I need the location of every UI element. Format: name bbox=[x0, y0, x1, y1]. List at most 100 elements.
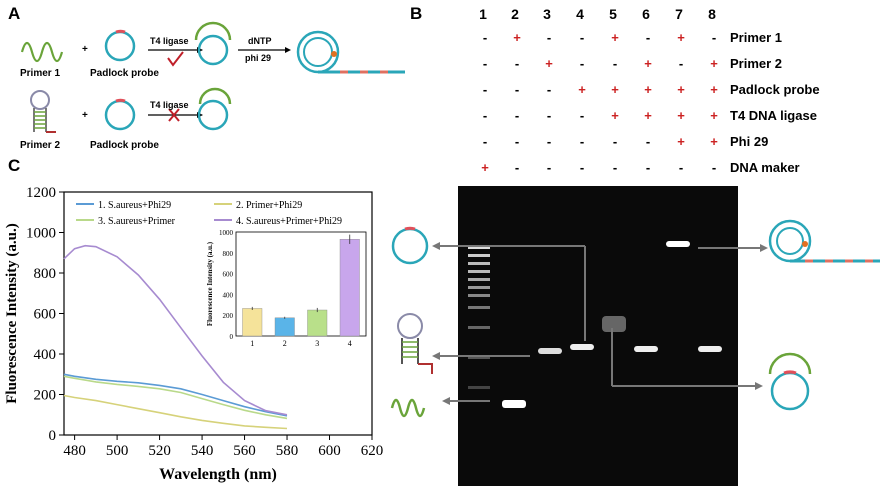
condition-sign: - bbox=[612, 56, 618, 71]
padlock-probe-icon-2 bbox=[104, 99, 136, 131]
y-tick-label: 400 bbox=[34, 347, 57, 363]
condition-sign: + bbox=[677, 30, 685, 45]
y-axis-label: Fluorescence Intensity (a.u.) bbox=[4, 223, 20, 404]
condition-sign: - bbox=[514, 160, 520, 175]
condition-sign: + bbox=[644, 108, 652, 123]
x-tick-label: 620 bbox=[361, 443, 384, 459]
check-mark-icon bbox=[167, 51, 184, 67]
condition-sign: - bbox=[579, 56, 585, 71]
unligated-circle-icon bbox=[197, 99, 229, 131]
x-tick-label: 480 bbox=[63, 443, 86, 459]
y-tick-label: 200 bbox=[34, 388, 57, 404]
condition-sign: - bbox=[546, 134, 552, 149]
gel-band bbox=[538, 348, 562, 354]
gel-condition-table: 1 2 3 4 5 6 7 8 -+--+-+-Primer 1--+--+-+… bbox=[440, 0, 880, 190]
y-tick-label: 0 bbox=[49, 428, 57, 444]
gel-band bbox=[602, 316, 626, 332]
condition-row-label: DNA maker bbox=[730, 160, 800, 175]
y-tick-label: 800 bbox=[34, 266, 57, 282]
lane-number: 5 bbox=[609, 6, 617, 22]
legend-entry: 1. S.aureus+Phi29 bbox=[98, 200, 171, 211]
lane-number: 6 bbox=[642, 6, 650, 22]
x-tick-label: 540 bbox=[191, 443, 214, 459]
padlock-label-1: Padlock probe bbox=[90, 68, 159, 79]
condition-sign: + bbox=[710, 82, 718, 97]
condition-row-label: Primer 2 bbox=[730, 56, 783, 71]
x-tick-label: 580 bbox=[276, 443, 299, 459]
inset-y-tick-label: 600 bbox=[223, 271, 234, 279]
condition-sign: - bbox=[645, 30, 651, 45]
panel-letter-b: B bbox=[410, 4, 423, 23]
inset-y-tick-label: 200 bbox=[223, 312, 234, 320]
inset-y-tick-label: 400 bbox=[223, 291, 234, 299]
condition-sign: + bbox=[611, 30, 619, 45]
legend-entry: 2. Primer+Phi29 bbox=[236, 200, 302, 211]
condition-sign: - bbox=[546, 30, 552, 45]
inset-y-tick-label: 800 bbox=[223, 250, 234, 258]
condition-sign: - bbox=[711, 160, 717, 175]
inset-x-tick-label: 4 bbox=[348, 339, 352, 348]
condition-sign: + bbox=[545, 56, 553, 71]
condition-sign: - bbox=[482, 134, 488, 149]
gel-image bbox=[458, 186, 738, 486]
condition-sign: + bbox=[513, 30, 521, 45]
gel-annotations bbox=[390, 219, 880, 418]
gel-band bbox=[502, 400, 526, 408]
dntp-label: dNTP bbox=[248, 36, 272, 46]
series-line bbox=[63, 373, 288, 417]
condition-sign: - bbox=[579, 160, 585, 175]
condition-row-label: Phi 29 bbox=[730, 134, 769, 149]
primer2-hairpin-icon bbox=[30, 90, 50, 110]
condition-sign: + bbox=[481, 160, 489, 175]
condition-sign: - bbox=[546, 160, 552, 175]
padlock-probe-icon-1 bbox=[104, 30, 136, 62]
condition-sign: - bbox=[514, 108, 520, 123]
plus-sign-2: + bbox=[82, 110, 88, 121]
condition-sign: + bbox=[710, 56, 718, 71]
condition-sign: - bbox=[482, 56, 488, 71]
lane-number: 2 bbox=[511, 6, 519, 22]
condition-sign: - bbox=[711, 30, 717, 45]
condition-sign: + bbox=[677, 134, 685, 149]
lane-number: 1 bbox=[479, 6, 487, 22]
inset-bar bbox=[274, 317, 295, 337]
inset-bar bbox=[307, 309, 328, 337]
condition-sign: + bbox=[644, 56, 652, 71]
gel-band bbox=[634, 346, 658, 352]
condition-sign: - bbox=[612, 134, 618, 149]
lane-number: 8 bbox=[708, 6, 716, 22]
inset-y-axis-label: Fluorescence Intensity (a.u.) bbox=[206, 241, 214, 326]
condition-sign: - bbox=[482, 108, 488, 123]
y-tick-label: 1000 bbox=[26, 226, 56, 242]
y-tick-label: 600 bbox=[34, 307, 57, 323]
legend-entry: 4. S.aureus+Primer+Phi29 bbox=[236, 216, 342, 227]
ligated-circle-icon bbox=[197, 34, 229, 66]
condition-sign: - bbox=[514, 56, 520, 71]
gel-band bbox=[698, 346, 722, 352]
panel-letter-c: C bbox=[8, 156, 21, 175]
x-tick-label: 520 bbox=[148, 443, 171, 459]
condition-sign: - bbox=[546, 108, 552, 123]
condition-sign: + bbox=[710, 134, 718, 149]
condition-sign: + bbox=[611, 82, 619, 97]
condition-sign: - bbox=[645, 134, 651, 149]
x-axis-label: Wavelength (nm) bbox=[159, 466, 277, 483]
inset-y-tick-label: 1000 bbox=[219, 229, 234, 237]
ladder-band bbox=[468, 246, 490, 249]
y-tick-label: 1200 bbox=[26, 185, 56, 201]
condition-sign: - bbox=[482, 30, 488, 45]
lane-number: 3 bbox=[543, 6, 551, 22]
primer2-label: Primer 2 bbox=[20, 140, 61, 151]
gel-band bbox=[666, 241, 690, 247]
condition-row-label: Padlock probe bbox=[730, 82, 820, 97]
hairpin-primer-icon bbox=[397, 313, 423, 339]
condition-sign: - bbox=[645, 160, 651, 175]
condition-row-label: Primer 1 bbox=[730, 30, 783, 45]
panel-letter-a: A bbox=[8, 4, 21, 23]
condition-row-label: T4 DNA ligase bbox=[730, 108, 817, 123]
condition-sign: + bbox=[677, 108, 685, 123]
phi29-label: phi 29 bbox=[245, 53, 272, 63]
condition-sign: - bbox=[514, 82, 520, 97]
condition-sign: + bbox=[710, 108, 718, 123]
